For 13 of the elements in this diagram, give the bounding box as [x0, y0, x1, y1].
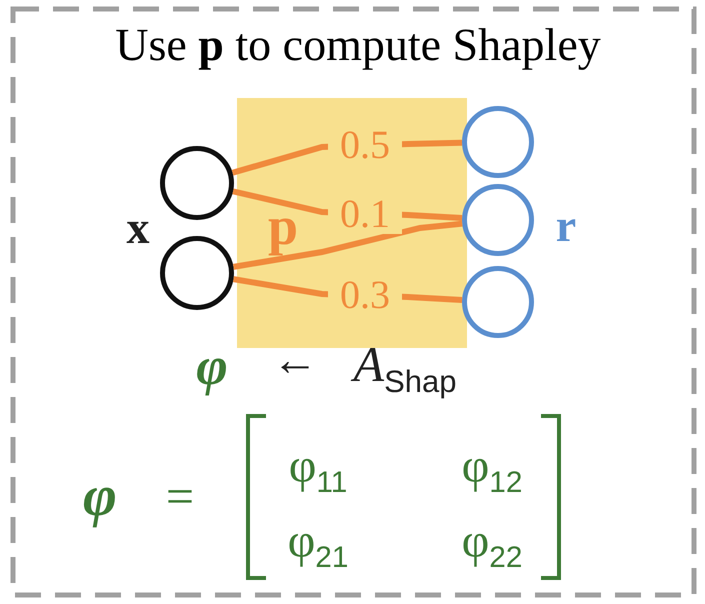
phi-symbol: φ	[196, 339, 228, 393]
matrix-entry: φ$_{12}$	[462, 442, 522, 498]
title: Use p to compute Shapley	[115, 22, 601, 68]
input-label: x	[126, 205, 150, 251]
assign-arrow: ←	[272, 337, 318, 383]
matrix-entry: φ$_{21}$	[288, 517, 348, 573]
connector	[233, 220, 462, 270]
matrix-entry: φ$_{22}$	[462, 517, 522, 573]
phi-symbol: φ	[83, 467, 117, 525]
equals-sign: =	[166, 471, 194, 521]
matrix-entry: φ$_{11}$	[288, 442, 348, 498]
output-label: r	[556, 203, 576, 249]
matrix-symbol: p	[268, 199, 298, 253]
